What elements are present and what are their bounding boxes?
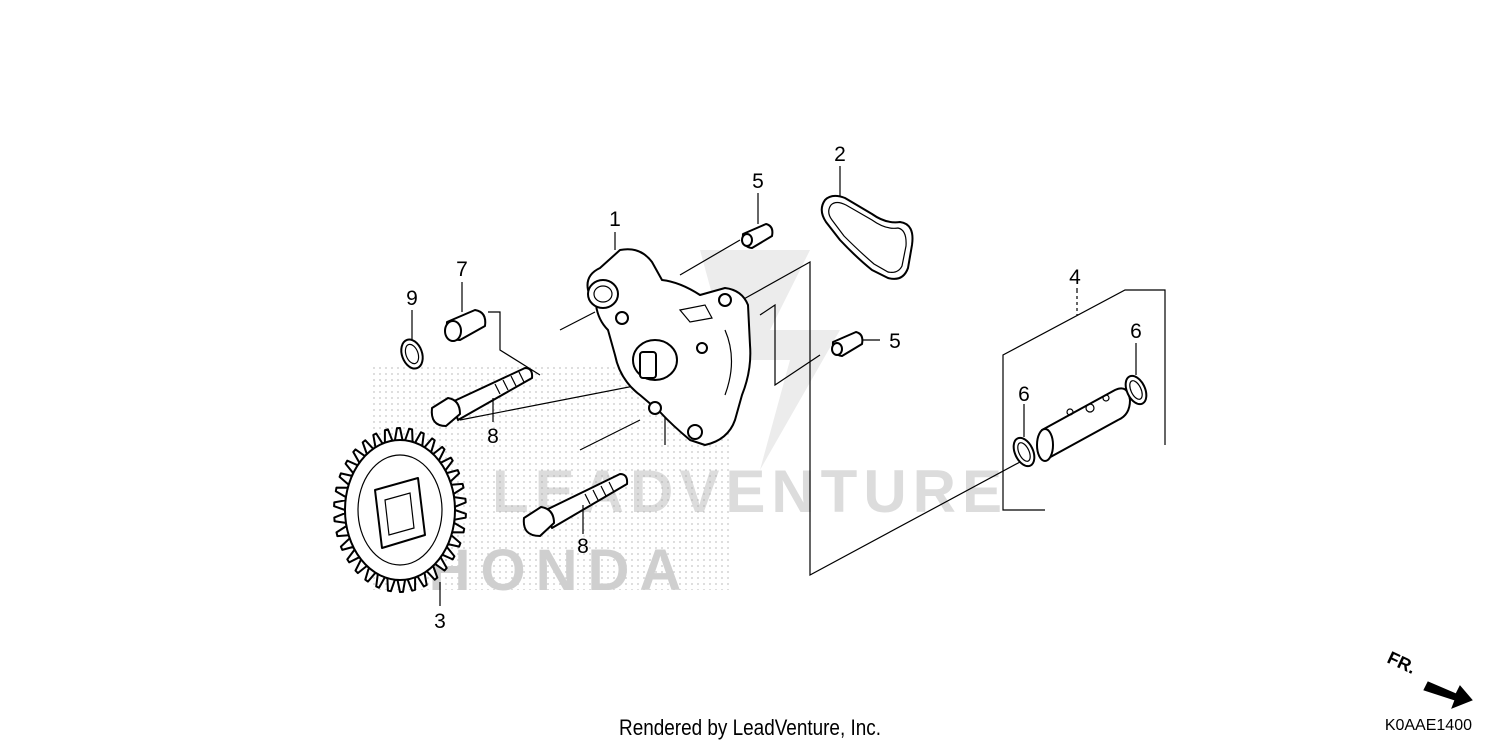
oil-pump-body — [586, 248, 752, 446]
o-ring-small — [400, 338, 424, 370]
flange-bolt-upper — [430, 367, 534, 427]
watermark-text-honda: HONDA — [429, 538, 692, 603]
oil-pump-driven-gear — [333, 427, 467, 593]
callout-4: 4 — [1069, 266, 1081, 289]
diagram-code: K0AAE1400 — [1384, 717, 1472, 734]
footer-credit: Rendered by LeadVenture, Inc. — [619, 715, 881, 740]
callout-2: 2 — [834, 143, 846, 166]
callout-1: 1 — [609, 208, 621, 231]
dowel-pin-lower — [831, 331, 864, 357]
callout-6-right: 6 — [1130, 320, 1142, 343]
o-ring-left — [1012, 436, 1036, 468]
callout-8-lower: 8 — [577, 535, 589, 558]
dowel-pin-upper — [741, 223, 774, 249]
flange-bolt-lower — [522, 473, 629, 537]
collar-assembly — [1002, 289, 1166, 511]
leader-lines — [411, 166, 1137, 606]
callout-7: 7 — [456, 258, 468, 281]
front-direction-label: FR. — [1384, 647, 1419, 677]
front-direction-arrow-icon — [1423, 681, 1473, 709]
callout-8-upper: 8 — [487, 425, 499, 448]
collar — [444, 309, 487, 342]
gasket — [820, 194, 914, 280]
callout-3: 3 — [434, 610, 446, 633]
front-direction-marker: FR. — [1384, 647, 1473, 709]
callout-5-upper: 5 — [752, 170, 764, 193]
callout-9: 9 — [406, 287, 418, 310]
callout-5-lower: 5 — [889, 330, 901, 353]
callout-6-left: 6 — [1018, 383, 1030, 406]
o-ring-right — [1124, 374, 1148, 406]
